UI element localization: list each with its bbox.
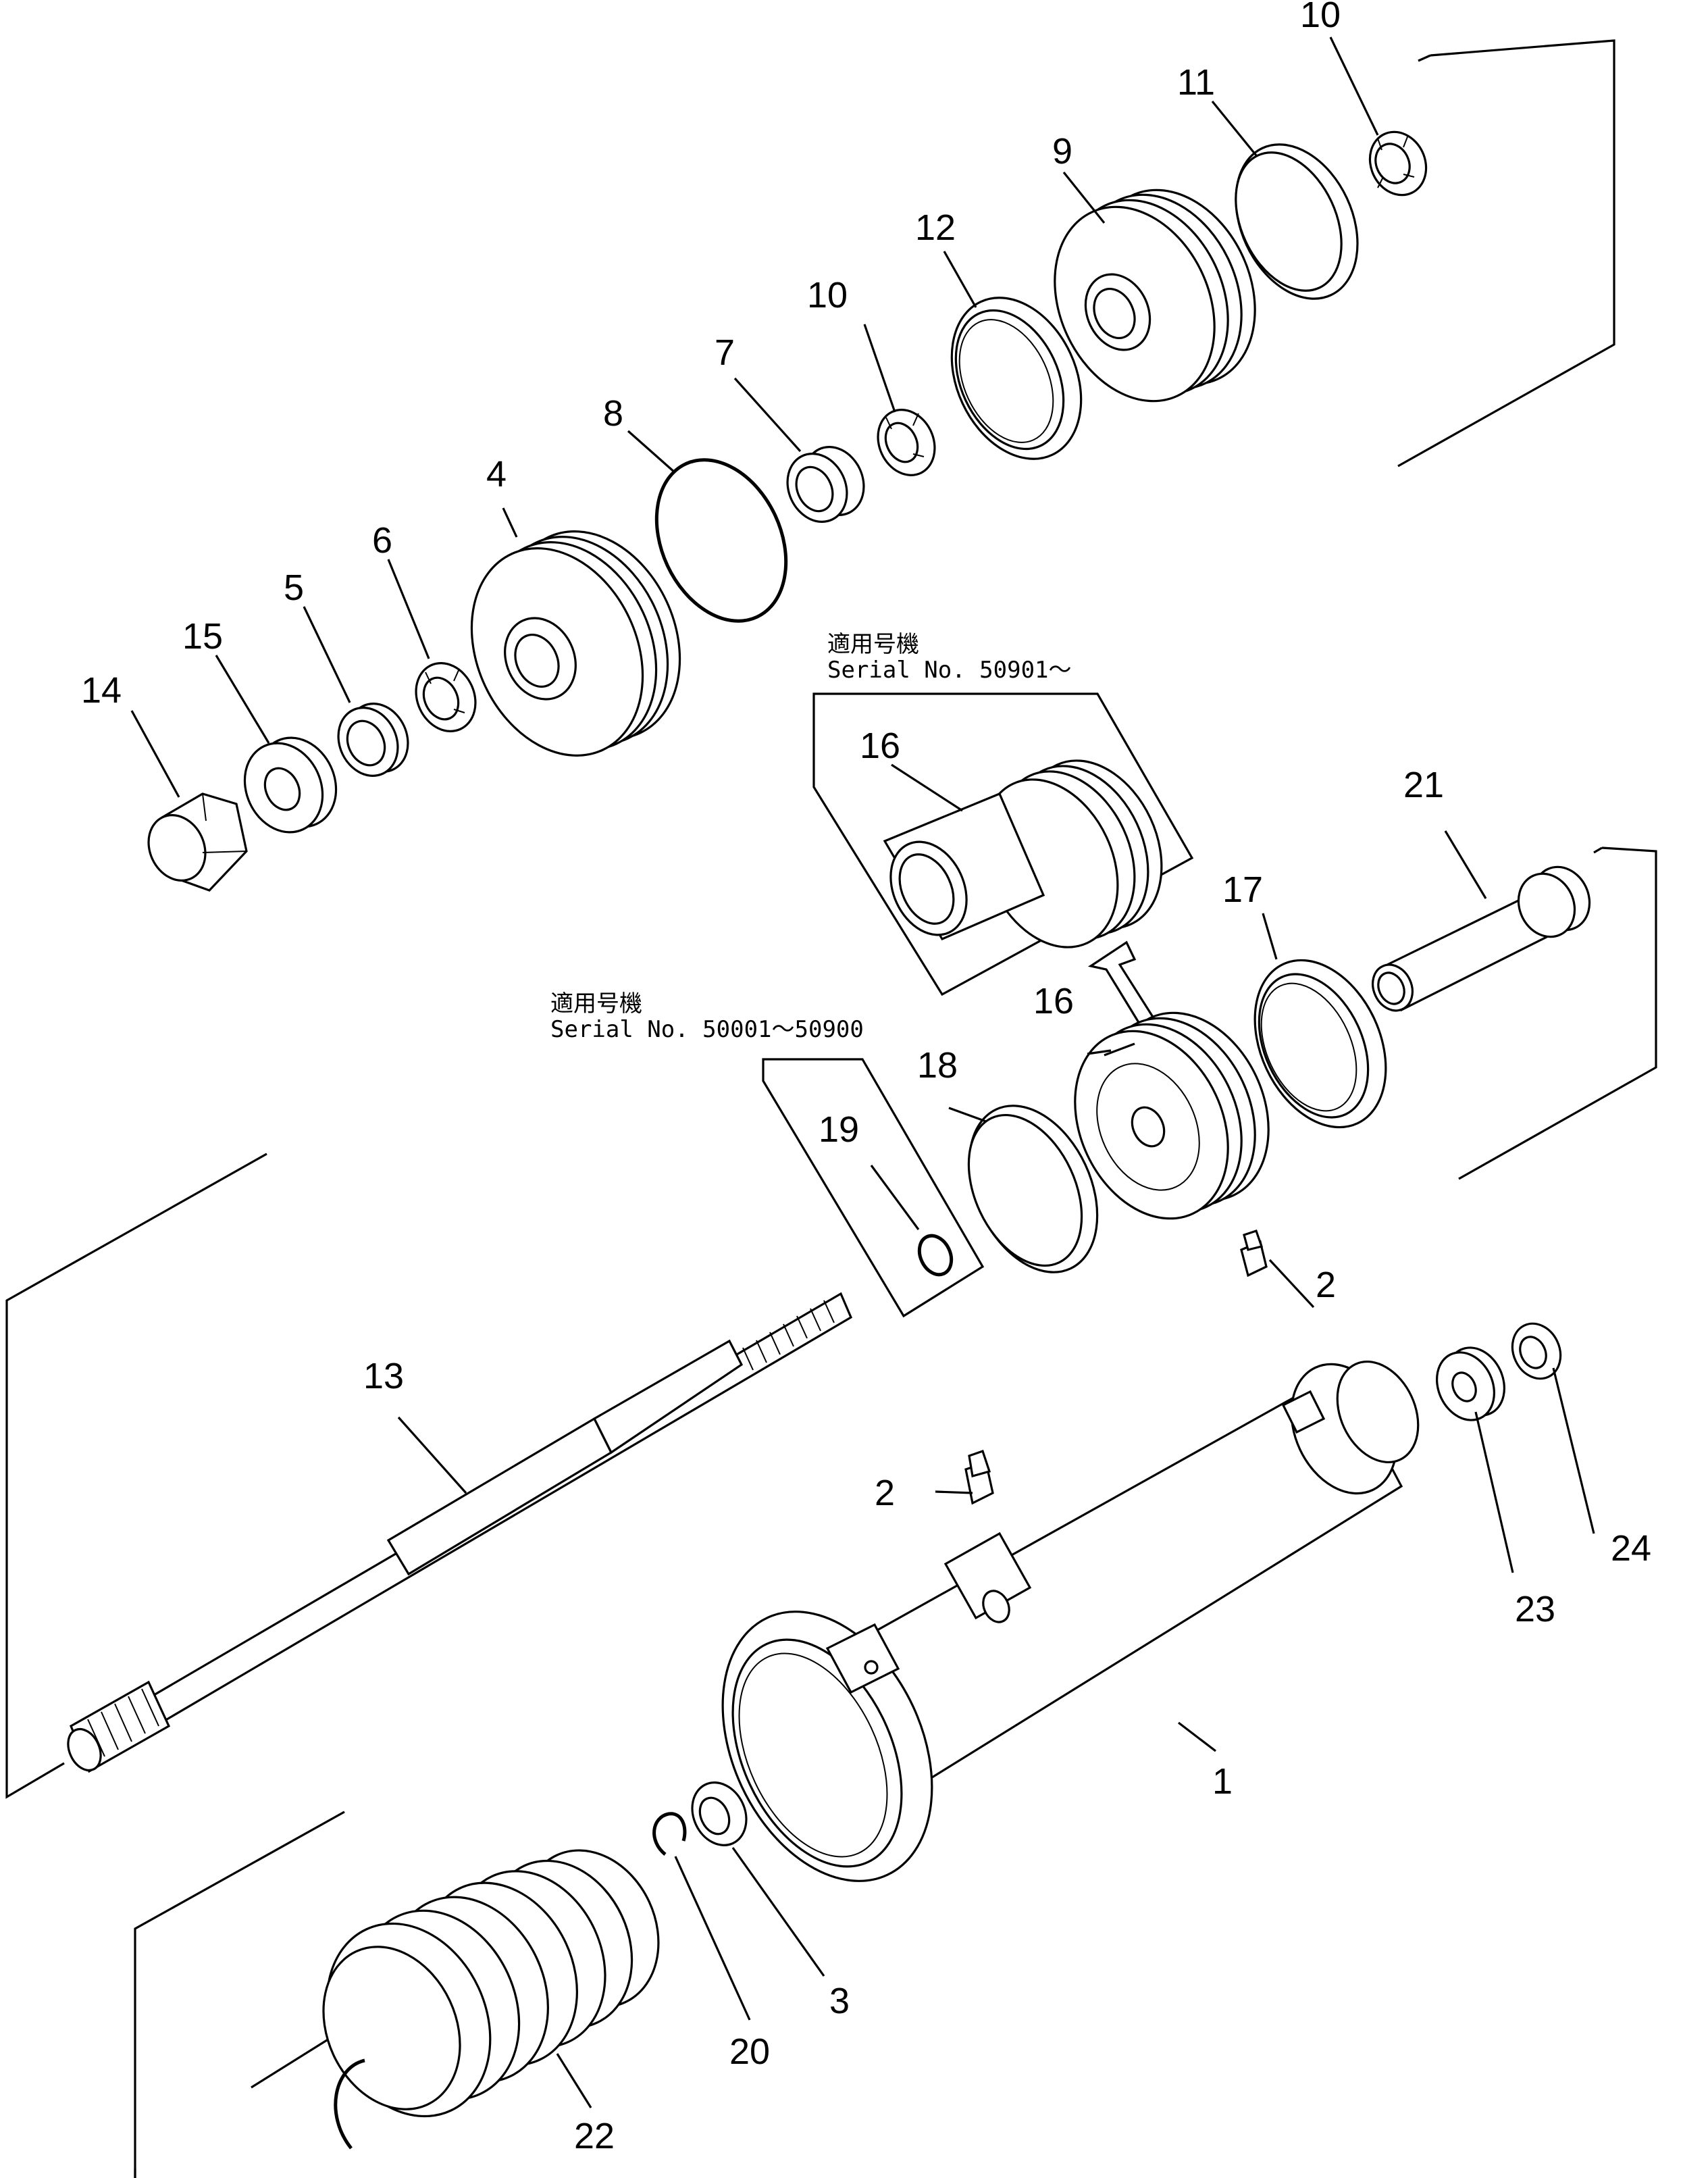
callout-6: 6: [372, 520, 392, 561]
leader-lines: [130, 36, 1595, 2108]
serial-note-upper-jp: 適用号機: [827, 631, 919, 658]
part-6-nut: [415, 662, 477, 732]
callout-10-middle: 10: [807, 275, 848, 315]
part-10-nut-middle: [877, 409, 936, 476]
callout-20: 20: [729, 2031, 770, 2072]
part-11-ring: [1235, 143, 1359, 300]
part-18-ring: [967, 1105, 1099, 1273]
callout-16: 16: [1033, 981, 1074, 1021]
part-16-piston-variant: [883, 759, 1163, 948]
part-17-seal: [1253, 959, 1387, 1129]
serial-note-lower-number: Serial No. 50001～50900: [550, 1016, 864, 1043]
part-24-nut: [1511, 1322, 1562, 1380]
part-23-bushing: [1436, 1346, 1505, 1421]
callout-2-right: 2: [1316, 1265, 1336, 1305]
part-2-fitting-right: [1240, 1229, 1268, 1277]
callout-2-left: 2: [875, 1473, 895, 1513]
callout-4: 4: [486, 454, 507, 495]
callout-19: 19: [819, 1109, 859, 1150]
callout-labels: 10 11 9 12 10 7 8 4 6 5 15 14 16 21 17 1…: [81, 0, 1651, 2156]
callout-13: 13: [363, 1356, 404, 1396]
callout-16-variant: 16: [860, 726, 900, 766]
part-13-rod: [67, 1292, 853, 1773]
frame-lines: [5, 39, 1657, 2178]
callout-23: 23: [1515, 1589, 1555, 1629]
part-19-oring: [917, 1234, 954, 1277]
part-7-bushing: [786, 446, 865, 523]
variant-arrow: [1087, 940, 1157, 1029]
callout-9: 9: [1052, 131, 1072, 172]
serial-box-lower: [762, 1058, 985, 1318]
callout-11: 11: [1177, 62, 1215, 103]
serial-note-lower-jp: 適用号機: [550, 990, 642, 1017]
part-2-fitting-left: [964, 1449, 994, 1505]
callout-22: 22: [574, 2116, 615, 2156]
callout-14: 14: [81, 670, 122, 711]
callout-17: 17: [1222, 869, 1263, 910]
callout-5: 5: [284, 567, 304, 608]
part-3-nut: [691, 1781, 748, 1846]
part-12-seal: [950, 297, 1083, 460]
part-10-nut-top: [1368, 130, 1428, 197]
callout-7: 7: [715, 332, 735, 373]
part-20-snap-ring: [652, 1812, 687, 1856]
part-22-boot: [322, 1849, 660, 2150]
callout-3: 3: [829, 1981, 850, 2021]
part-8-oring: [654, 458, 788, 623]
part-9-gland: [1054, 188, 1256, 403]
callout-15: 15: [182, 616, 223, 657]
callout-21: 21: [1403, 765, 1444, 805]
callout-8: 8: [603, 393, 623, 434]
serial-note-upper-number: Serial No. 50901～: [827, 657, 1072, 684]
part-5-bushing: [337, 703, 409, 777]
part-4-piston: [470, 530, 681, 757]
part-15-bushing: [243, 736, 338, 834]
callout-24: 24: [1611, 1528, 1651, 1569]
part-21-pin: [1372, 865, 1591, 1012]
callout-1: 1: [1212, 1761, 1233, 1802]
callout-10-top: 10: [1300, 0, 1341, 35]
part-14-hex-nut: [147, 792, 248, 892]
callout-12: 12: [915, 207, 956, 248]
callout-18: 18: [917, 1045, 958, 1086]
part-16-piston: [1074, 1011, 1270, 1220]
part-1-cylinder: [721, 1360, 1420, 1882]
